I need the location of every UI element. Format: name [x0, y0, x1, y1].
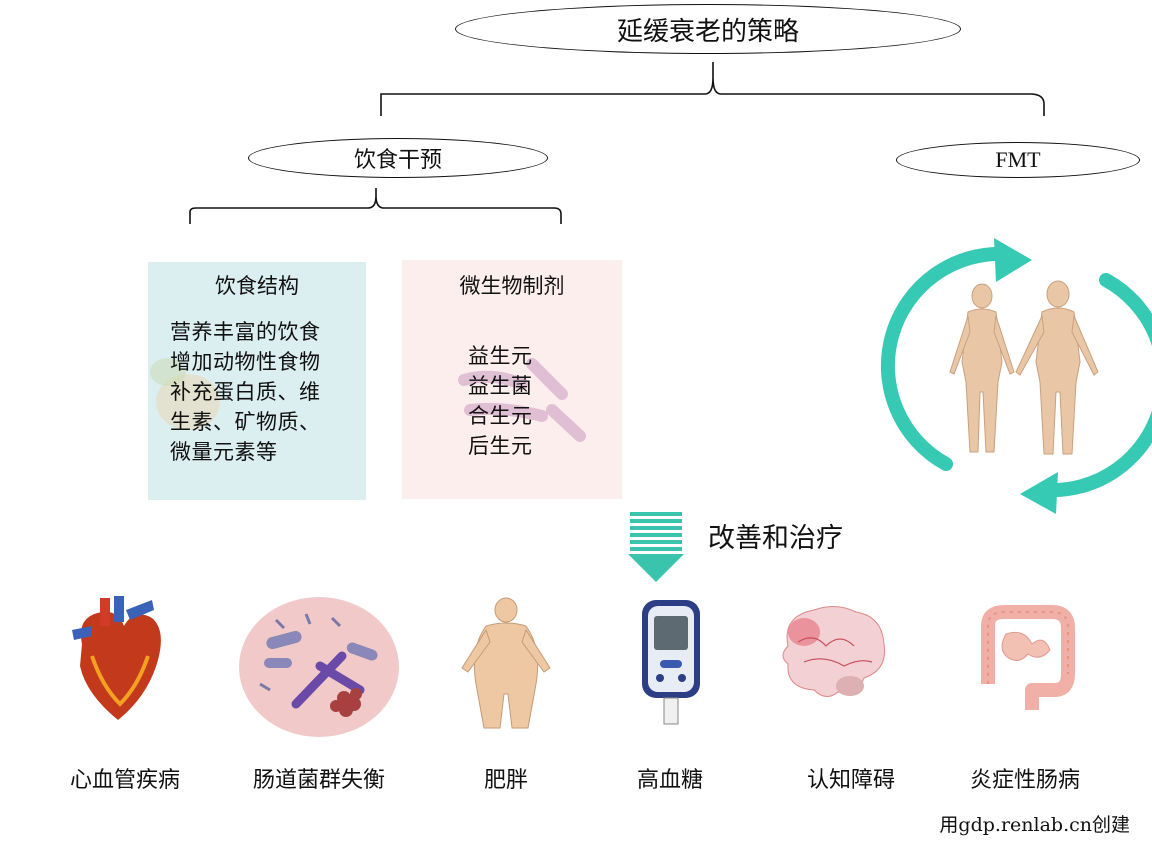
- disease-label-obesity: 肥胖: [483, 768, 528, 793]
- diet-intervention-label: 饮食干预: [353, 148, 442, 173]
- root-title: 延缓衰老的策略: [616, 16, 799, 47]
- heart-icon: [72, 596, 161, 720]
- diet-structure-title: 饮食结构: [215, 274, 299, 298]
- brain-icon: [782, 606, 886, 697]
- microbial-item: 合生元: [468, 404, 533, 428]
- microbial-title: 微生物制剂: [459, 274, 565, 298]
- diet-structure-line: 生素、矿物质、: [170, 410, 321, 434]
- root-node: 延缓衰老的策略: [455, 4, 961, 54]
- fmt-label: FMT: [995, 147, 1041, 172]
- microbial-item: 益生元: [468, 344, 533, 368]
- diet-structure-line: 营养丰富的饮食: [170, 320, 321, 344]
- gut-bacteria-icon: [239, 597, 399, 737]
- microbial-item: 益生菌: [468, 374, 533, 398]
- disease-label-dysbiosis: 肠道菌群失衡: [252, 768, 385, 793]
- obese-person-icon: [461, 597, 551, 729]
- microbial-item: 后生元: [468, 434, 533, 458]
- improvement-arrow-icon: [628, 512, 684, 582]
- disease-label-hyperglycemia: 高血糖: [636, 768, 703, 793]
- disease-label-cardiovascular: 心血管疾病: [69, 768, 180, 793]
- credit-text: 用gdp.renlab.cn创建: [939, 814, 1130, 836]
- diet-structure-box: 饮食结构 营养丰富的饮食 增加动物性食物 补充蛋白质、维 生素、矿物质、 微量元…: [148, 262, 366, 500]
- diet-intervention-node: 饮食干预: [248, 138, 548, 178]
- food-bg-icon: [150, 358, 220, 430]
- microbial-preparation-box: 微生物制剂 益生元 益生菌 合生元 后生元: [402, 260, 622, 499]
- bacteria-bg-icon: [458, 358, 586, 442]
- glucose-meter-icon: [642, 600, 700, 725]
- disease-label-ibd: 炎症性肠病: [969, 768, 1080, 793]
- improve-treat-label: 改善和治疗: [708, 523, 843, 554]
- intestine-icon: [981, 605, 1075, 710]
- disease-label-cognitive: 认知障碍: [806, 768, 895, 793]
- diet-structure-line: 增加动物性食物: [170, 350, 321, 374]
- fmt-node: FMT: [896, 142, 1140, 178]
- diet-structure-line: 补充蛋白质、维: [170, 380, 321, 404]
- fmt-cycle-icon: [880, 238, 1152, 514]
- diet-structure-line: 微量元素等: [170, 440, 278, 464]
